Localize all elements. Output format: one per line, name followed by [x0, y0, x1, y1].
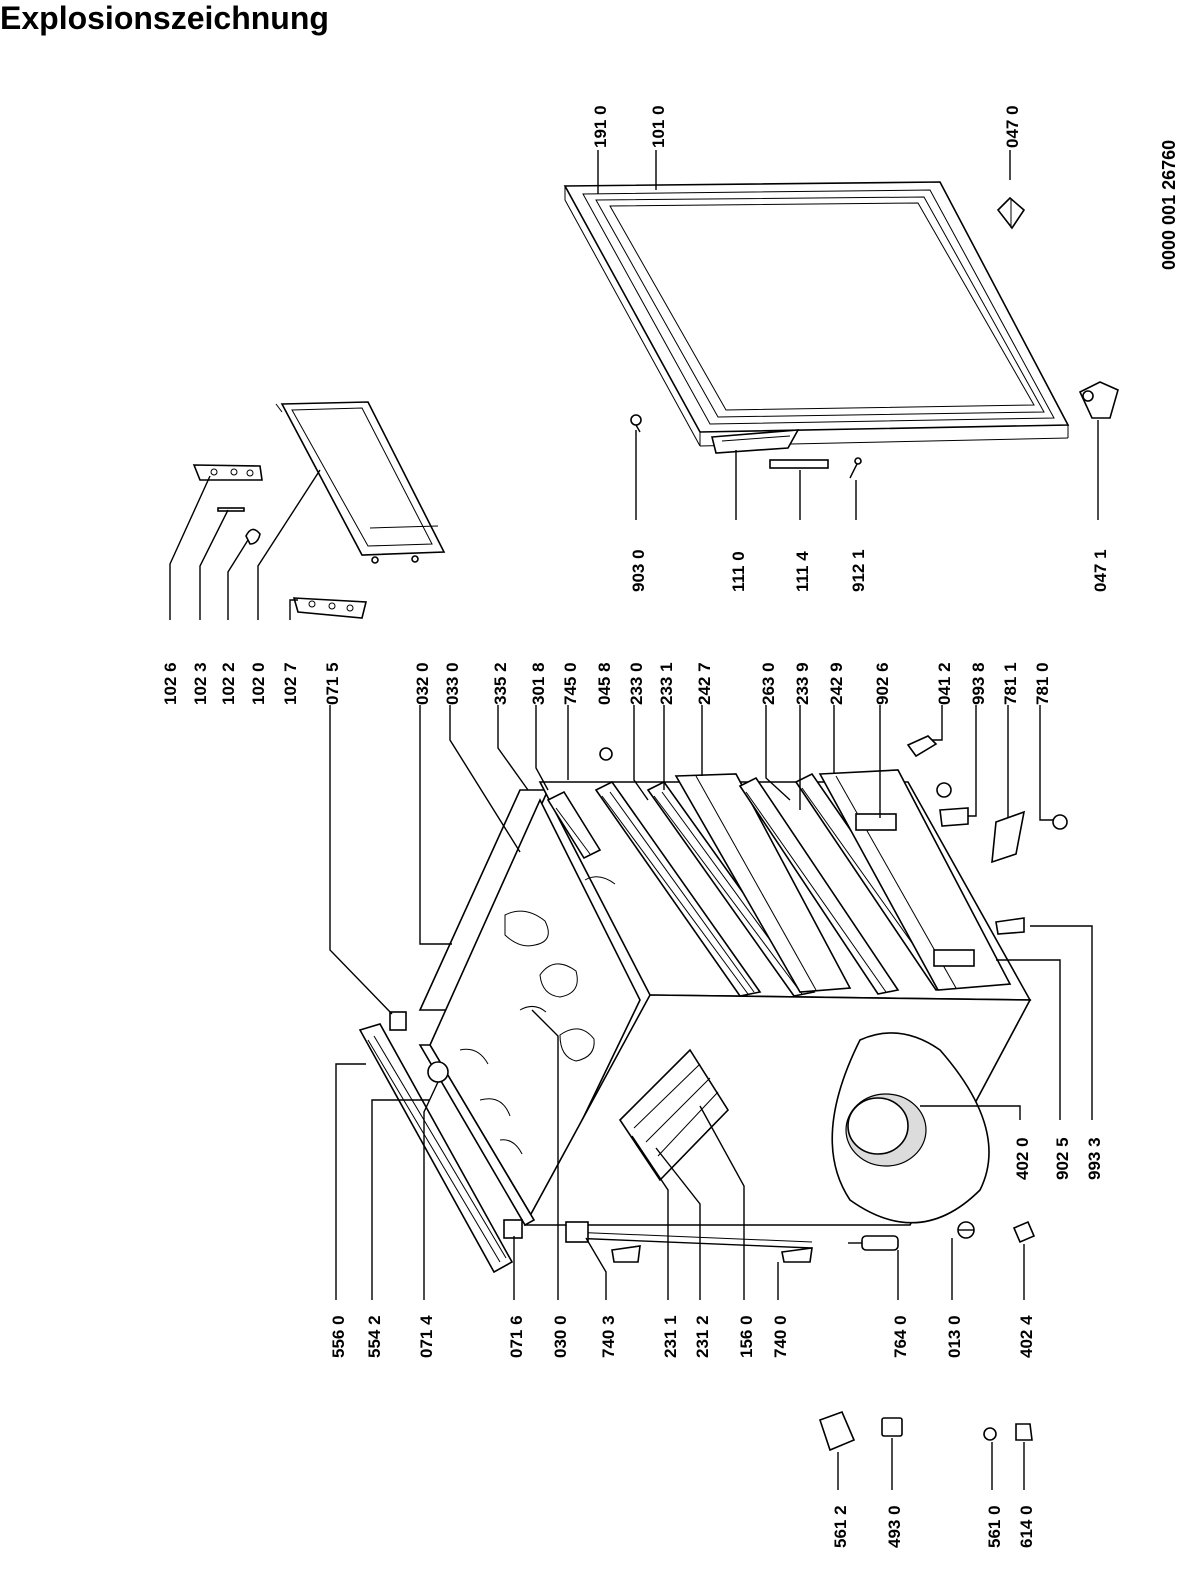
label-2630: 263 0	[759, 662, 778, 705]
label-1910: 191 0	[591, 105, 610, 148]
shelf-2630	[738, 776, 900, 995]
pin-9030	[630, 414, 642, 433]
part-6140	[1015, 1423, 1033, 1441]
label-1020: 102 0	[249, 662, 268, 705]
label-2331: 233 1	[657, 662, 676, 705]
evaporator-7450	[546, 790, 602, 860]
drawer-2429	[818, 769, 1012, 991]
label-1027: 102 7	[281, 662, 300, 705]
part-5612	[818, 1410, 856, 1452]
label-2330: 233 0	[627, 662, 646, 705]
label-7810: 781 0	[1033, 662, 1052, 705]
label-5610: 561 0	[985, 1505, 1004, 1548]
part-5610	[983, 1427, 997, 1441]
screw-9121	[849, 457, 862, 479]
label-0130: 013 0	[945, 1315, 964, 1358]
document-number: 0000 001 26760	[1159, 140, 1179, 270]
label-0714: 071 4	[417, 1315, 436, 1358]
inner-liner-0330	[459, 876, 616, 1155]
hinge-pin-0470	[996, 196, 1026, 230]
label-0320: 032 0	[413, 662, 432, 705]
label-0716: 071 6	[507, 1315, 526, 1358]
label-4930: 493 0	[885, 1505, 904, 1548]
label-1026: 102 6	[161, 662, 180, 705]
handle-strip	[769, 459, 829, 469]
label-7403: 740 3	[599, 1315, 618, 1358]
strip-1023	[217, 507, 245, 512]
label-9933: 993 3	[1085, 1137, 1104, 1180]
label-0471: 047 1	[1091, 549, 1110, 592]
label-3018: 301 8	[529, 662, 548, 705]
label-1010: 101 0	[649, 105, 668, 148]
label-7400: 740 0	[771, 1315, 790, 1358]
label-5612: 561 2	[831, 1505, 850, 1548]
hinge-bracket-1027	[292, 597, 368, 619]
label-0300: 030 0	[551, 1315, 570, 1358]
label-0470: 047 0	[1003, 105, 1022, 148]
label-9025: 902 5	[1053, 1137, 1072, 1180]
spare-parts	[818, 1410, 1033, 1452]
label-9121: 912 1	[849, 549, 868, 592]
label-9938: 993 8	[969, 662, 988, 705]
door-handle	[710, 429, 800, 454]
label-0715: 071 5	[323, 662, 342, 705]
label-3352: 335 2	[491, 662, 510, 705]
part-4930	[881, 1417, 903, 1437]
label-0458: 045 8	[595, 662, 614, 705]
label-2312: 231 2	[693, 1315, 712, 1358]
label-9030: 903 0	[629, 549, 648, 592]
part-labels: 102 6 102 3 102 2 102 0 102 7 071 5 032 …	[161, 105, 1110, 1548]
hinge-0471	[1078, 381, 1119, 419]
label-0330: 033 0	[443, 662, 462, 705]
label-1560: 156 0	[737, 1315, 756, 1358]
leader-lines	[169, 150, 1099, 1490]
label-1022: 102 2	[219, 662, 238, 705]
clip-1022	[245, 528, 261, 545]
top-cover-1020	[275, 401, 446, 564]
hinge-bracket-1026	[192, 464, 263, 481]
label-7640: 764 0	[891, 1315, 910, 1358]
label-5542: 554 2	[365, 1315, 384, 1358]
condenser-1560	[618, 1048, 730, 1182]
label-6140: 614 0	[1017, 1505, 1036, 1548]
thermostat-7640	[848, 1235, 899, 1251]
door-assembly	[563, 181, 1070, 447]
base-grille-0714	[358, 1023, 514, 1274]
label-9026: 902 6	[873, 662, 892, 705]
label-2429: 242 9	[827, 662, 846, 705]
shelf-2330	[594, 780, 762, 997]
label-1114: 111 4	[793, 551, 812, 592]
page-title: Explosionszeichnung	[0, 0, 329, 36]
label-7450: 745 0	[561, 662, 580, 705]
compressor-4020	[831, 1032, 990, 1224]
drain-tube-7400	[565, 1221, 813, 1263]
label-5560: 556 0	[329, 1315, 348, 1358]
relay-4024	[1012, 1220, 1036, 1244]
label-4024: 402 4	[1017, 1315, 1036, 1358]
label-2311: 231 1	[661, 1315, 680, 1358]
label-2427: 242 7	[695, 662, 714, 705]
foot-0130	[957, 1221, 975, 1239]
label-1110: 111 0	[729, 551, 748, 592]
label-7811: 781 1	[1001, 662, 1020, 705]
drawer-2427	[674, 773, 852, 993]
label-1023: 102 3	[191, 662, 210, 705]
label-4020: 402 0	[1013, 1137, 1032, 1180]
label-0412: 041 2	[935, 662, 954, 705]
small-parts-right	[599, 735, 1068, 935]
label-2339: 233 9	[793, 662, 812, 705]
